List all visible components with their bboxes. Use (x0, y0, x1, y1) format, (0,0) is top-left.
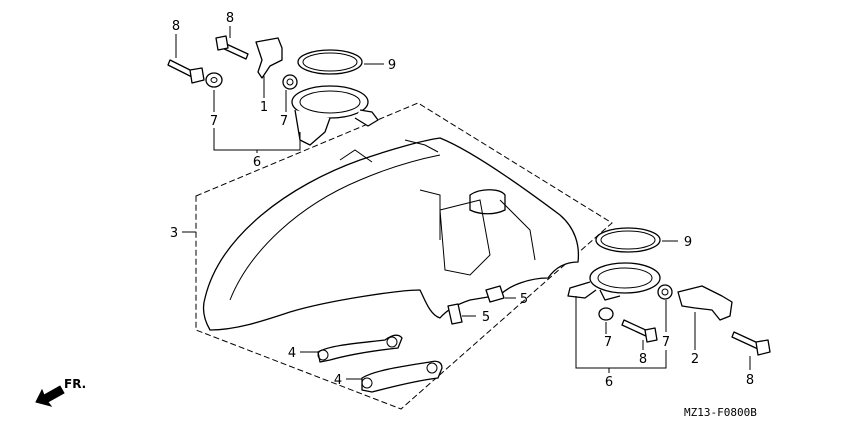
callout-stay-upper: 4 (288, 346, 296, 361)
nut-top-right (282, 74, 298, 90)
callout-bolt-right: 8 (746, 373, 754, 388)
callout-bracket-top: 6 (253, 155, 261, 170)
callout-clip-right: 2 (691, 352, 699, 367)
nut-right-left (598, 307, 614, 321)
callout-bolt-top-left: 8 (172, 19, 180, 34)
stay-upper (317, 334, 403, 363)
clamp-ring-right (595, 227, 661, 253)
bolt-right-center (621, 319, 658, 343)
callout-bolt-top-center: 8 (226, 11, 234, 26)
callout-bolt-right-center: 8 (639, 352, 647, 367)
callout-nut-right-left: 7 (604, 335, 612, 350)
diagram-code: MZ13-F0800B (684, 406, 757, 419)
bolt-right (731, 331, 771, 356)
callout-clamp-ring-right: 9 (684, 235, 692, 250)
callout-fender: 3 (170, 226, 178, 241)
stay-lower (361, 360, 443, 393)
nut-top-left (205, 72, 223, 88)
bolt-top-center (215, 35, 249, 60)
clip-right (677, 285, 733, 321)
front-fender (202, 137, 580, 331)
direction-label: FR. (64, 377, 86, 391)
bolt-top-left (167, 59, 205, 84)
leader-lines (175, 26, 751, 380)
callout-bracket-right: 6 (605, 375, 613, 390)
callout-stay-lower: 4 (334, 373, 342, 388)
bracket-top (291, 85, 379, 146)
nut-right-right (657, 284, 673, 300)
callout-nut-top-right: 7 (280, 114, 288, 129)
callout-grommet-upper: 5 (520, 292, 528, 307)
callout-clip-top: 1 (260, 100, 268, 115)
callout-nut-top-left: 7 (210, 114, 218, 129)
clip-top (255, 37, 283, 79)
bracket-right (567, 262, 661, 301)
arrow-down-left-icon (35, 385, 65, 407)
assembly-outline (195, 102, 613, 410)
grommet-lower (447, 303, 463, 325)
callout-grommet-lower: 5 (482, 310, 490, 325)
grommet-upper (485, 285, 505, 303)
front-direction-indicator: FR. (35, 377, 86, 407)
callout-nut-right-right: 7 (662, 335, 670, 350)
callout-clamp-ring-top: 9 (388, 58, 396, 73)
clamp-ring-top (297, 49, 363, 75)
callout-labels: 8 8 9 1 7 7 6 3 9 5 5 4 4 7 8 7 2 8 6 (170, 11, 754, 390)
